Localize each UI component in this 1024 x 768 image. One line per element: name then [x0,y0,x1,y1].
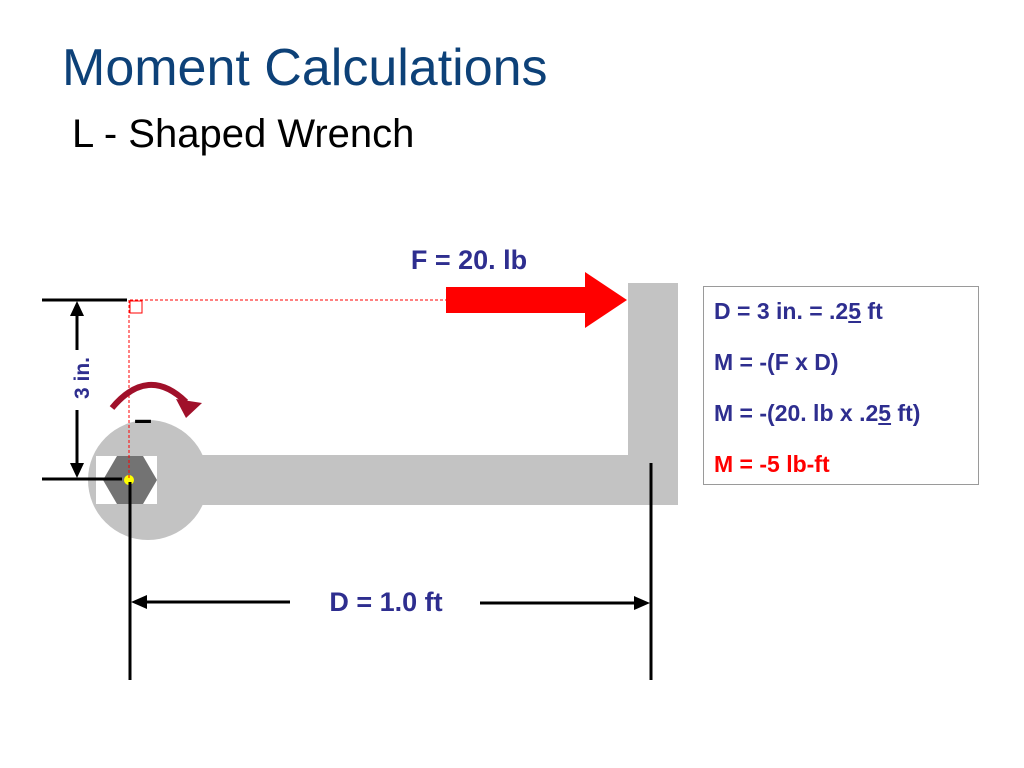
calc-line-substitution: M = -(20. lb x .25 ft) [714,400,920,427]
wrench-handle [150,455,678,505]
dimension-arrowhead-up [70,301,84,316]
distance-label: D = 1.0 ft [329,587,442,617]
calc-line-distance-underlined-digit: 5 [848,298,862,324]
rotation-sign: – [134,401,152,437]
moment-arm-label: 3 in. [71,357,94,399]
rotation-arrowhead [176,399,202,418]
calc-line-formula: M = -(F x D) [714,349,839,375]
calc-line-substitution-text-c: ft) [891,400,921,426]
wrench-vertical-arm [628,283,678,505]
calc-line-result: M = -5 lb-ft [714,451,830,477]
calc-line-distance-text-a: D = 3 in. = .2 [714,298,849,324]
page-subtitle: L - Shaped Wrench [72,112,415,156]
calc-line-substitution-underlined-digit: 5 [878,400,892,426]
calc-line-substitution-text-a: M = -(20. lb x .2 [714,400,879,426]
calculation-box: D = 3 in. = .25 ft M = -(F x D) M = -(20… [703,286,979,485]
dimension-arrowhead-down [70,463,84,478]
distance-arrowhead-right [634,596,650,610]
force-label: F = 20. lb [411,245,527,275]
page-title: Moment Calculations [62,39,548,97]
right-angle-marker [129,300,143,314]
distance-arrowhead-left [131,595,147,609]
force-arrow [446,272,627,328]
rotation-arrow [109,382,189,410]
calc-line-distance: D = 3 in. = .25 ft [714,298,883,325]
calc-line-distance-text-c: ft [861,298,883,324]
